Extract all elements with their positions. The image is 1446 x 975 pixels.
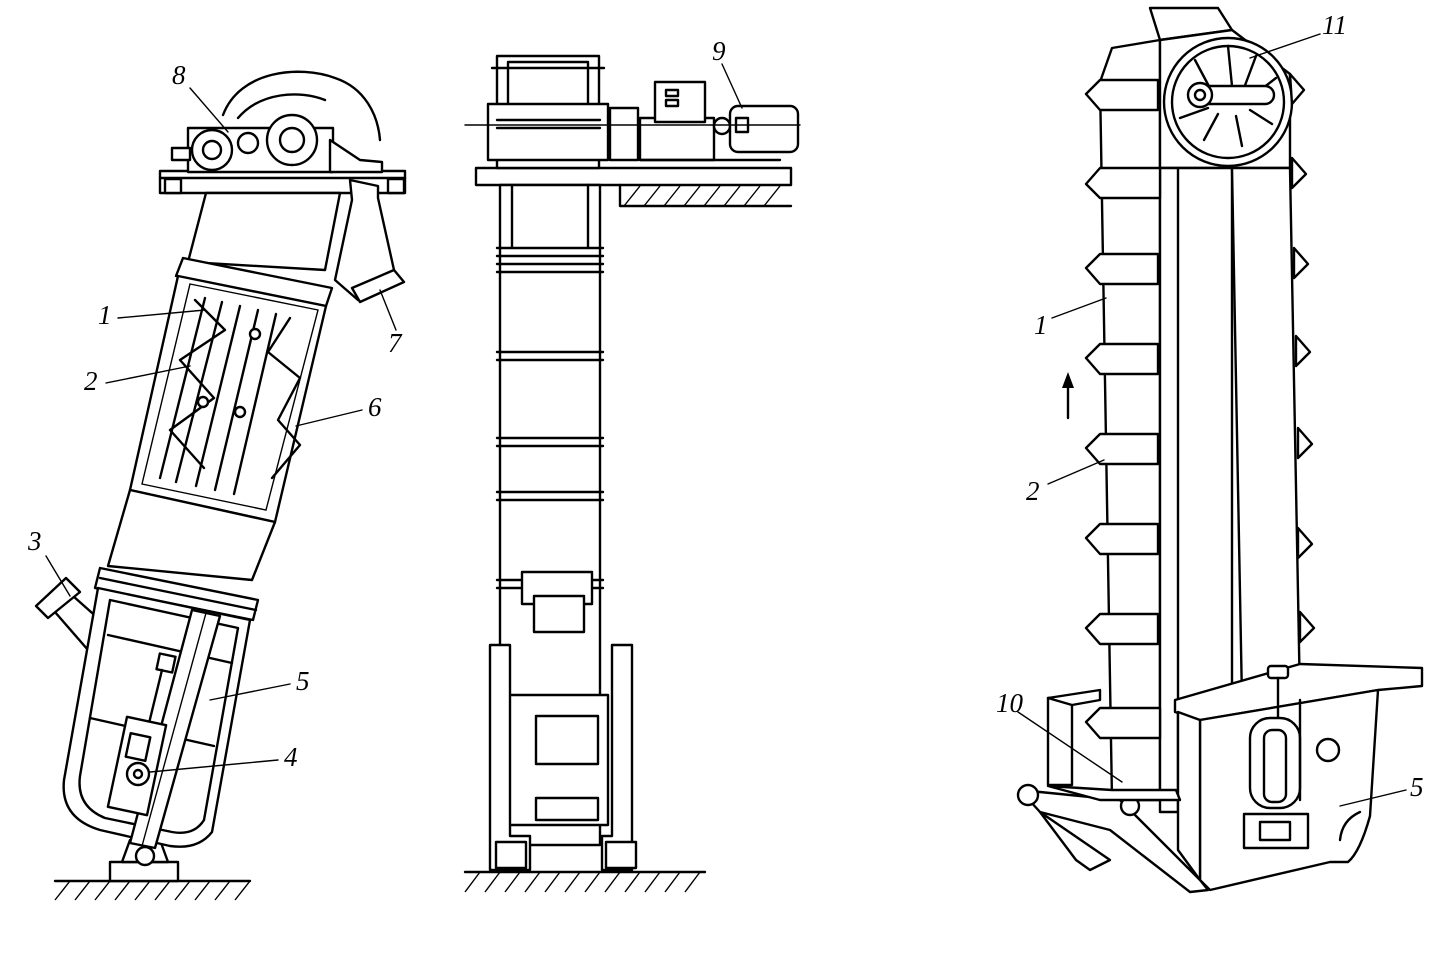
- tensioner-device: [106, 652, 177, 817]
- head-casing: [186, 191, 342, 272]
- gearbox: [170, 113, 384, 174]
- callout-left-7: 7: [388, 328, 403, 358]
- base-frame: [1016, 698, 1302, 894]
- up-arrow: [1062, 372, 1074, 420]
- middle-head: [486, 54, 610, 170]
- belt-back: [1230, 166, 1302, 702]
- middle-section: [106, 488, 277, 582]
- left-view-inclined-elevator: [34, 70, 407, 901]
- callout-left-6: 6: [368, 392, 382, 422]
- callout-right-2: 2: [1026, 476, 1040, 506]
- buckets-back: [1288, 72, 1316, 644]
- middle-top-hatch: [623, 185, 781, 207]
- callout-left-2: 2: [84, 366, 98, 396]
- buckets-front: [1084, 78, 1162, 740]
- callout-right-11: 11: [1322, 10, 1347, 40]
- middle-boot: [488, 643, 638, 872]
- drive-cover: [221, 70, 382, 142]
- left-callouts: 8 1 2 6 7 3 5 4: [27, 60, 403, 773]
- drive-motor: [464, 80, 801, 162]
- callout-left-8: 8: [172, 60, 186, 90]
- tension-screw: [1242, 664, 1310, 850]
- callout-left-1: 1: [98, 300, 112, 330]
- callout-left-5: 5: [296, 666, 310, 696]
- right-view-perspective-elevator: [1016, 6, 1424, 894]
- callout-right-10: 10: [996, 688, 1024, 718]
- upper-screw-section: [128, 274, 328, 524]
- middle-top-platform: [474, 166, 793, 187]
- right-casing: [1098, 38, 1162, 802]
- discharge-chute: [333, 178, 406, 304]
- inspection-door: [520, 570, 594, 634]
- loading-pipe: [34, 576, 102, 652]
- callout-right-1: 1: [1034, 310, 1048, 340]
- callout-right-5: 5: [1410, 772, 1424, 802]
- callout-left-3: 3: [27, 526, 42, 556]
- middle-callouts: 9: [712, 36, 743, 109]
- middle-view-vertical-elevator: [463, 54, 801, 893]
- head-pulley: [1162, 36, 1294, 168]
- middle-ground-hatch: [463, 870, 707, 893]
- right-callouts: 11 1 2 10 5: [996, 10, 1424, 807]
- callout-left-4: 4: [284, 742, 298, 772]
- left-ground-hatch: [53, 879, 252, 901]
- callout-middle-9: 9: [712, 36, 726, 66]
